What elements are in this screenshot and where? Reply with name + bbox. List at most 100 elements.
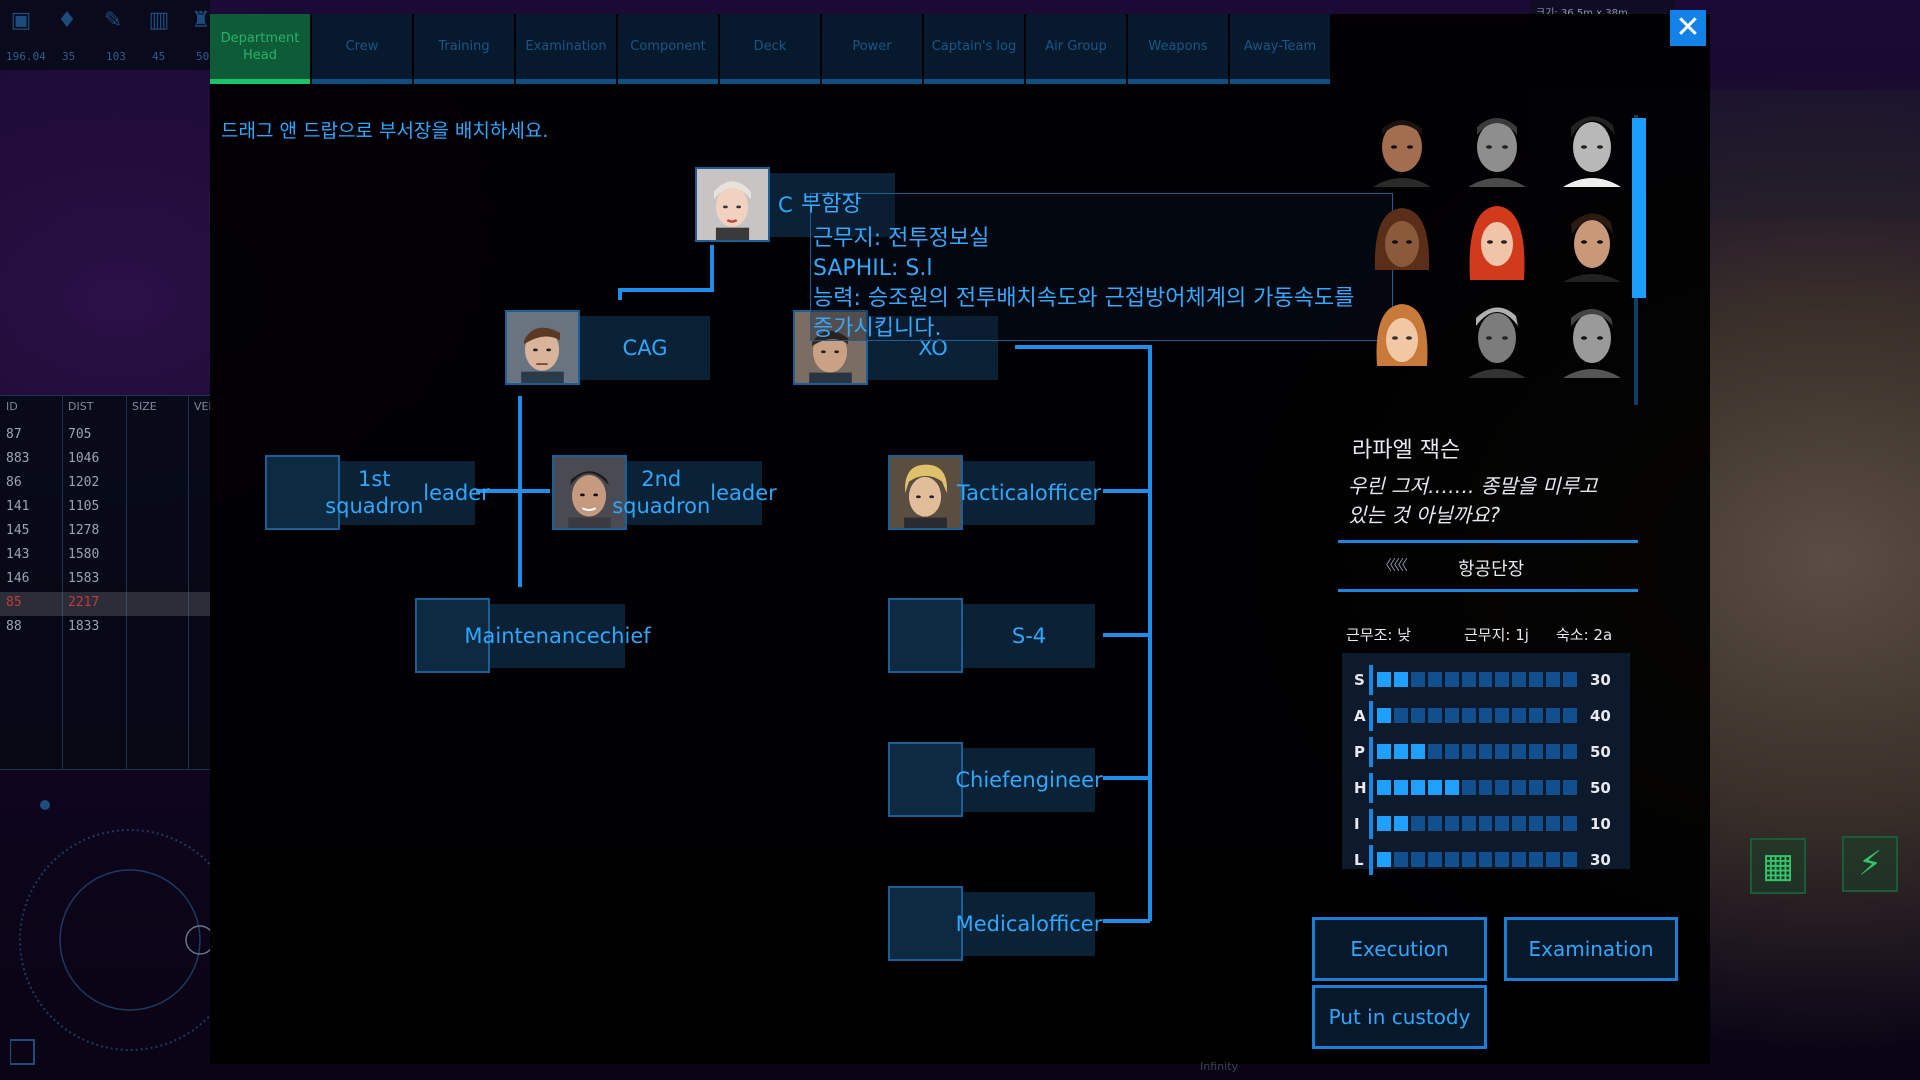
portrait-tactical-officer[interactable] xyxy=(888,455,963,530)
stat-bar xyxy=(1377,708,1578,723)
stat-key: H xyxy=(1354,779,1367,797)
slot-label: 1st squadron leader xyxy=(325,461,490,525)
instruction-text: 드래그 앤 드랍으로 부서장을 배치하세요. xyxy=(221,120,549,142)
tab-weapons[interactable]: Weapons xyxy=(1128,14,1228,84)
stat-bar-segment xyxy=(1444,744,1459,759)
position-tooltip: 부함장 근무지: 전투정보실 SAPHIL: S.l 능력: 승조원의 전투배치… xyxy=(801,192,1393,341)
stat-bar-segment xyxy=(1495,780,1510,795)
roster-portrait[interactable] xyxy=(1363,105,1441,187)
tooltip-line: 증가시킵니다. xyxy=(813,316,942,341)
stat-value: 10 xyxy=(1590,815,1611,833)
tab-training[interactable]: Training xyxy=(414,14,514,84)
put-in-custody-button[interactable]: Put in custody xyxy=(1312,985,1487,1049)
tab-deck[interactable]: Deck xyxy=(720,14,820,84)
portrait-2nd-squadron-leader[interactable] xyxy=(552,455,627,530)
stat-key: P xyxy=(1354,743,1365,761)
map-icon[interactable]: ▦ xyxy=(1750,838,1806,894)
slot-s4[interactable]: S-4 xyxy=(888,598,1095,674)
execution-button[interactable]: Execution xyxy=(1312,917,1487,981)
stat-bar-segment xyxy=(1495,816,1510,831)
tab-power[interactable]: Power xyxy=(822,14,922,84)
roster-portrait[interactable] xyxy=(1553,296,1631,378)
roster-portrait[interactable] xyxy=(1363,296,1441,378)
tab-component[interactable]: Component xyxy=(618,14,718,84)
table-header: SIZE xyxy=(132,400,157,413)
stat-bar-segment xyxy=(1427,852,1442,867)
stat-bar-segment xyxy=(1529,744,1544,759)
stat-bar xyxy=(1377,672,1578,687)
stat-bar-segment xyxy=(1478,816,1493,831)
empty-portrait-slot[interactable] xyxy=(888,598,963,673)
stat-bar xyxy=(1377,780,1578,795)
examination-button[interactable]: Examination xyxy=(1504,917,1678,981)
power-bolt-icon[interactable]: ⚡ xyxy=(1842,836,1898,892)
stat-key: A xyxy=(1354,707,1366,725)
roster-scrollbar-thumb[interactable] xyxy=(1632,118,1646,298)
slot-label: CAG xyxy=(580,316,710,380)
roster-portrait[interactable] xyxy=(1553,105,1631,187)
roster-portrait[interactable] xyxy=(1363,200,1441,282)
slot-chief-engineer[interactable]: Chief engineer xyxy=(888,742,1103,818)
empty-portrait-slot[interactable] xyxy=(265,455,340,530)
stat-bar-segment xyxy=(1393,816,1408,831)
table-cell-id: 87 xyxy=(6,427,22,442)
stat-bar-segment xyxy=(1512,852,1527,867)
slot-1st-squadron-leader[interactable]: 1st squadron leader xyxy=(265,455,490,531)
roster-portrait[interactable] xyxy=(1553,200,1631,282)
stat-bar-segment xyxy=(1495,672,1510,687)
slot-xo[interactable]: XO xyxy=(793,310,998,386)
tab-examination[interactable]: Examination xyxy=(516,14,616,84)
roster-portrait[interactable] xyxy=(1458,105,1536,187)
stat-bar-segment xyxy=(1512,672,1527,687)
crew-portrait-gray xyxy=(1468,307,1526,378)
ship-size-label: 크기: 36.5m x 38m xyxy=(1536,4,1669,19)
slot-medical-officer[interactable]: Medical officer xyxy=(888,886,1102,962)
stat-bar-segment xyxy=(1377,852,1391,867)
slot-tactical-officer[interactable]: Tactical officer xyxy=(888,455,1101,531)
shift-label: 근무조: 낮 xyxy=(1346,626,1412,644)
table-cell-dist: 1580 xyxy=(68,547,100,562)
crew-portrait-gray xyxy=(1563,116,1621,187)
tab-crew[interactable]: Crew xyxy=(312,14,412,84)
slot-cag[interactable]: CAG xyxy=(505,310,710,386)
tab-label: Training xyxy=(438,39,490,54)
slot-captain[interactable]: C xyxy=(695,167,905,243)
roster-portrait[interactable] xyxy=(1458,296,1536,378)
ship-icon: ▣ xyxy=(10,8,32,33)
empty-portrait-slot[interactable] xyxy=(415,598,490,673)
tab-away-team[interactable]: Away-Team xyxy=(1230,14,1330,84)
empty-portrait-slot[interactable] xyxy=(888,886,963,961)
slot-label-line: leader xyxy=(423,480,490,505)
stat-bar-segment xyxy=(1478,780,1493,795)
radar-display xyxy=(10,800,220,1065)
stat-bar-segment xyxy=(1563,816,1578,831)
slot-label: 2nd squadron leader xyxy=(612,461,777,525)
stat-bar-segment xyxy=(1410,816,1425,831)
stat-bar-segment xyxy=(1410,708,1425,723)
tab-department-head[interactable]: Department Head xyxy=(210,14,310,84)
close-button[interactable]: ✕ xyxy=(1670,10,1706,46)
stat-bar xyxy=(1377,816,1578,831)
portrait-cag[interactable] xyxy=(505,310,580,385)
stat-divider xyxy=(1369,701,1373,731)
table-cell-dist: 705 xyxy=(68,427,92,442)
tab-captain-s-log[interactable]: Captain's log xyxy=(924,14,1024,84)
tab-air-group[interactable]: Air Group xyxy=(1026,14,1126,84)
stat-bar-segment xyxy=(1546,780,1561,795)
tab-label: Captain's log xyxy=(931,39,1017,54)
stat-bar-segment xyxy=(1461,852,1476,867)
crew-portrait-gray xyxy=(1563,309,1621,378)
portrait-xo-candidate[interactable] xyxy=(695,167,770,242)
slot-2nd-squadron-leader[interactable]: 2nd squadron leader xyxy=(552,455,777,531)
empty-portrait-slot[interactable] xyxy=(888,742,963,817)
table-cell-id: 88 xyxy=(6,619,22,634)
slot-maintenance-chief[interactable]: Maintenance chief xyxy=(415,598,651,674)
stat-bar-segment xyxy=(1461,780,1476,795)
table-cell-dist: 1583 xyxy=(68,571,100,586)
table-cell-id: 143 xyxy=(6,547,30,562)
portrait-xo[interactable] xyxy=(793,310,868,385)
roster-portrait[interactable] xyxy=(1458,200,1536,282)
